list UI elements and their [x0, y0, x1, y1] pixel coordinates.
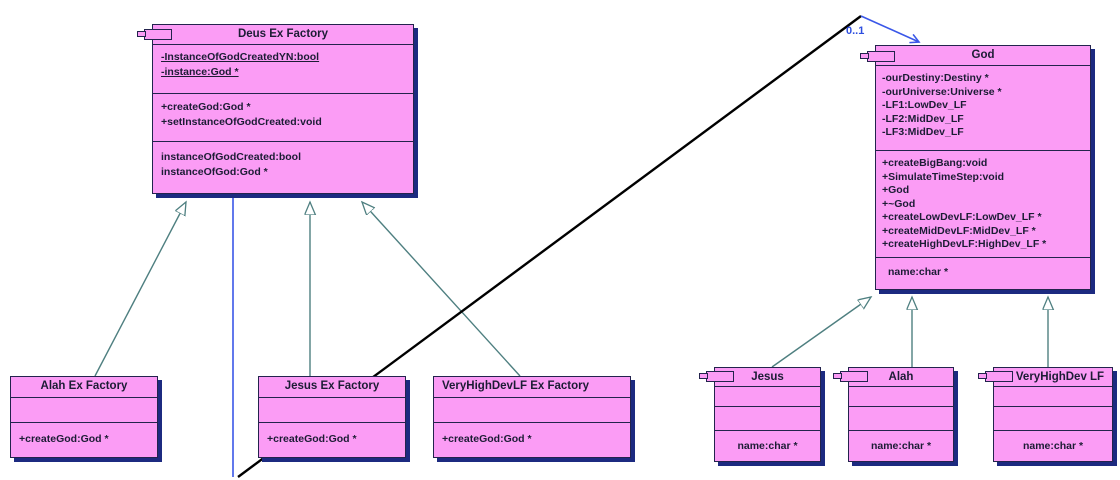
generalization-vhd-factory-to-deus[interactable]: [362, 202, 521, 377]
class-box-alah[interactable]: Alah name:char *: [833, 367, 954, 462]
class-title: VeryHighDev LF: [1015, 371, 1105, 383]
attributes-compartment: [994, 386, 1112, 406]
methods-compartment: [715, 406, 820, 430]
class-box-alah-ex-factory[interactable]: Alah Ex Factory +createGod:God *: [10, 376, 158, 458]
property-row: name:char *: [870, 440, 932, 452]
methods-compartment: +createBigBang:void +SimulateTimeStep:vo…: [876, 150, 1090, 257]
class-title: Jesus Ex Factory: [284, 380, 380, 392]
class-title: Alah Ex Factory: [40, 380, 128, 392]
attributes-compartment: -InstanceOfGodCreatedYN:bool -instance:G…: [153, 44, 413, 93]
method-row: +createLowDevLF:LowDev_LF *: [882, 211, 1042, 223]
method-row: +createMidDevLF:MidDev_LF *: [882, 224, 1036, 237]
property-row: name:char *: [1022, 440, 1084, 452]
methods-compartment: +createGod:God * +setInstanceOfGodCreate…: [153, 93, 413, 141]
methods-compartment: [994, 406, 1112, 430]
class-box-jesus[interactable]: Jesus name:char *: [699, 367, 821, 462]
properties-compartment: name:char *: [876, 257, 1090, 288]
attributes-compartment: -ourDestiny:Destiny * -ourUniverse:Unive…: [876, 65, 1090, 150]
class-title: God: [971, 49, 995, 61]
methods-compartment: [849, 406, 953, 430]
method-row: +createGod:God *: [161, 101, 251, 113]
property-row: name:char *: [737, 440, 798, 452]
class-icon: [860, 51, 895, 62]
attribute-row: -LF3:MidDev_LF: [882, 126, 964, 138]
class-icon: [978, 371, 1013, 382]
class-icon: [833, 371, 868, 382]
method-row: +createGod:God *: [442, 433, 532, 445]
attribute-row: -ourDestiny:Destiny *: [882, 72, 989, 84]
generalization-alah-factory-to-deus[interactable]: [94, 202, 186, 377]
generalization-jesus-to-god[interactable]: [771, 297, 871, 368]
method-row: +God: [882, 184, 910, 196]
method-row: +createHighDevLF:HighDev_LF *: [882, 238, 1047, 250]
class-title: VeryHighDevLF Ex Factory: [442, 380, 589, 392]
attributes-compartment: [259, 397, 405, 422]
methods-compartment: +createGod:God *: [11, 422, 157, 456]
attribute-row: -LF2:MidDev_LF: [882, 112, 964, 125]
multiplicity-label: 0..1: [846, 25, 865, 37]
method-row: +createGod:God *: [19, 433, 109, 445]
class-icon: [699, 371, 734, 382]
class-title: Jesus: [751, 371, 784, 383]
methods-compartment: +createGod:God *: [259, 422, 405, 456]
attributes-compartment: [11, 397, 157, 422]
method-row: +setInstanceOfGodCreated:void: [161, 116, 322, 128]
property-row: name:char *: [888, 266, 949, 278]
method-row: +~God: [882, 197, 916, 210]
attribute-row: -InstanceOfGodCreatedYN:bool: [161, 51, 320, 63]
class-title: Deus Ex Factory: [237, 28, 329, 40]
method-row: +createBigBang:void: [882, 157, 988, 169]
attributes-compartment: [849, 386, 953, 406]
properties-compartment: name:char *: [849, 430, 953, 460]
class-box-god[interactable]: God -ourDestiny:Destiny * -ourUniverse:U…: [860, 45, 1091, 290]
properties-compartment: instanceOfGodCreated:bool instanceOfGod:…: [153, 141, 413, 191]
class-box-veryhighdevlf-ex-factory[interactable]: VeryHighDevLF Ex Factory +createGod:God …: [433, 376, 631, 458]
method-row: +SimulateTimeStep:void: [882, 170, 1005, 183]
class-title: Alah: [888, 371, 914, 383]
attribute-row: -ourUniverse:Universe *: [882, 85, 1002, 98]
class-box-jesus-ex-factory[interactable]: Jesus Ex Factory +createGod:God *: [258, 376, 406, 458]
method-row: +createGod:God *: [267, 433, 357, 445]
attribute-row: -LF1:LowDev_LF: [882, 99, 967, 111]
association-arrow-to-god[interactable]: [860, 15, 919, 42]
property-row: instanceOfGod:God *: [161, 166, 268, 178]
attributes-compartment: [434, 397, 630, 422]
class-box-veryhighdev-lf[interactable]: VeryHighDev LF name:char *: [978, 367, 1113, 462]
attribute-row: -instance:God *: [161, 66, 239, 78]
class-box-deus-ex-factory[interactable]: Deus Ex Factory -InstanceOfGodCreatedYN:…: [137, 24, 414, 194]
methods-compartment: +createGod:God *: [434, 422, 630, 456]
attributes-compartment: [715, 386, 820, 406]
class-icon: [137, 29, 172, 40]
property-row: instanceOfGodCreated:bool: [161, 151, 302, 163]
properties-compartment: name:char *: [715, 430, 820, 460]
properties-compartment: name:char *: [994, 430, 1112, 460]
